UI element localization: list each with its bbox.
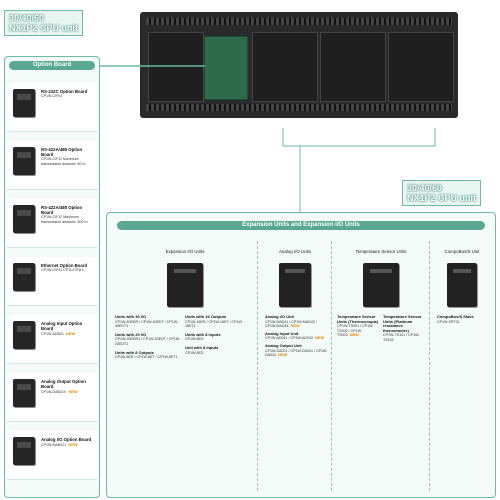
- expansion-io-title: Expansion I/O Units: [165, 249, 205, 254]
- option-name: RS-232C Option Board: [41, 89, 88, 94]
- board-icon: [13, 263, 35, 291]
- option-code: CP1W-MAB221: [41, 443, 67, 447]
- option-code: CP1W-CIF11 Maximum transmission distance…: [41, 157, 86, 166]
- temperature-left: Temperature Sensor Units (Thermocouple)C…: [337, 314, 379, 338]
- board-icon: [13, 89, 35, 117]
- option-board-header: Option Board: [9, 61, 95, 70]
- cpu-title-badge-top: 30/40/60 NX1P2 CPU unit: [4, 10, 84, 36]
- expansion-module-2: [320, 32, 386, 102]
- board-icon: [13, 205, 35, 233]
- column-divider: [429, 241, 430, 491]
- option-code: CP1W-CIF01: [41, 94, 63, 98]
- temperature-unit-image: [363, 263, 399, 307]
- analog-io-title: Analog I/O Units: [279, 249, 311, 254]
- new-tag: NEW: [65, 331, 76, 336]
- temperature-right: Temperature Sensor Units (Platinum resis…: [383, 314, 422, 342]
- column-divider: [257, 241, 258, 491]
- cpu-title-line2: NX1P2 CPU unit: [407, 193, 477, 203]
- compobus-title: CompoBus/S Unit: [444, 249, 480, 254]
- top-terminal-row: [146, 18, 452, 25]
- board-icon: [13, 147, 35, 175]
- expansion-panel: Expansion Units and Expansion I/O Units …: [106, 212, 496, 498]
- option-name: RS-422A/485 Option Board: [41, 147, 83, 157]
- cpu-title-line1: 30/40/60: [407, 183, 443, 193]
- expansion-bracket: [282, 128, 436, 147]
- option-name: Analog Input Option Board: [41, 321, 83, 331]
- option-name: Analog Output Option Board: [41, 379, 86, 389]
- expansion-module-3: [388, 32, 454, 102]
- bottom-terminal-row: [146, 104, 452, 111]
- option-code: CP1W-ADB21: [41, 332, 64, 336]
- expansion-io-unit-image: [167, 263, 203, 307]
- option-name: Ethernet Option Board: [41, 263, 88, 268]
- board-icon: [13, 321, 35, 349]
- cpu-module: [148, 32, 204, 102]
- expansion-module-1: [252, 32, 318, 102]
- plc-cpu-illustration: [140, 12, 458, 118]
- option-board-slot: [204, 36, 248, 100]
- option-name: Analog I/O Option Board: [41, 437, 92, 442]
- expansion-header: Expansion Units and Expansion I/O Units: [117, 221, 485, 230]
- analog-io-unit-image: [279, 263, 311, 307]
- board-icon: [13, 379, 35, 407]
- option-code: CP1W-DAB21V: [41, 390, 67, 394]
- option-name: RS-422A/485 Option Board: [41, 205, 83, 215]
- column-divider: [331, 241, 332, 491]
- option-code: CP1W-CIF41 CP1L/CP1H...: [41, 268, 86, 272]
- new-tag: NEW: [68, 389, 78, 394]
- board-icon: [13, 437, 35, 465]
- compobus-unit-image: [447, 263, 477, 307]
- temperature-title: Temperature Sensor Units: [355, 249, 407, 254]
- new-tag: NEW: [68, 442, 78, 447]
- cpu-title-line1: 30/40/60: [9, 13, 45, 23]
- option-code: CP1W-CIF12 Maximum transmission distance…: [41, 215, 88, 224]
- cpu-title-line2: NX1P2 CPU unit: [9, 23, 79, 33]
- cpu-title-badge-mid: 30/40/60 NX1P2 CPU unit: [402, 180, 482, 206]
